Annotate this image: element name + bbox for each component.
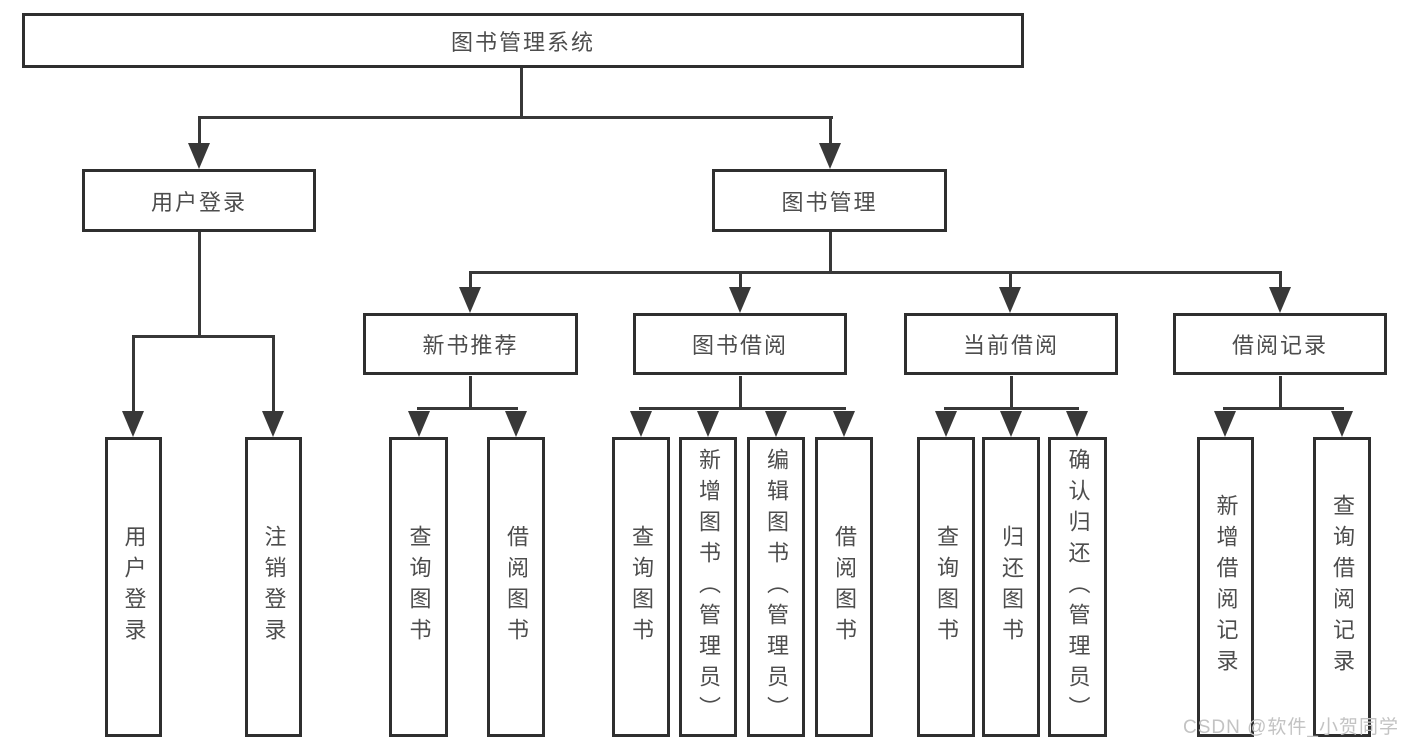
leaf-user-login: 用户登录	[105, 437, 162, 737]
arrowhead-borrow-query	[630, 411, 652, 437]
arrowhead-book-borrow	[729, 287, 751, 313]
connector-borrow-records-stem	[1279, 376, 1282, 409]
connector-leaf-user-login-drop	[132, 335, 135, 415]
arrowhead-book-management	[819, 143, 841, 169]
leaf-recommend-query-books-label: 查询图书	[406, 525, 432, 649]
connector-book-borrow-stem	[739, 376, 742, 409]
node-new-book-recommend-label: 新书推荐	[422, 333, 519, 358]
connector-book-management-stem	[829, 232, 832, 274]
connector-root-stem	[520, 68, 523, 118]
leaf-user-login-label: 用户登录	[121, 525, 147, 649]
node-current-borrow-label: 当前借阅	[962, 333, 1059, 358]
leaf-borrow-borrow-books-label: 借阅图书	[832, 525, 857, 649]
leaf-records-add-record-label: 新增借阅记录	[1213, 494, 1239, 680]
leaf-current-confirm-return-admin: 确认归还（管理员）	[1048, 437, 1107, 737]
leaf-borrow-borrow-books: 借阅图书	[815, 437, 873, 737]
connector-new-book-drop	[469, 271, 472, 291]
arrowhead-current-confirm	[1066, 411, 1088, 437]
arrowhead-current-query	[935, 411, 957, 437]
leaf-borrow-edit-books-admin: 编辑图书（管理员）	[747, 437, 805, 737]
csdn-watermark: CSDN @软件_小贺同学	[1183, 717, 1399, 738]
connector-current-borrow-stem	[1010, 376, 1013, 409]
node-user-login-label: 用户登录	[150, 189, 247, 215]
leaf-records-query-record: 查询借阅记录	[1313, 437, 1371, 737]
connector-leaf-logout-drop	[272, 335, 275, 415]
leaf-current-query-books-label: 查询图书	[934, 525, 959, 649]
arrowhead-borrow-records	[1269, 287, 1291, 313]
connector-current-borrow-branch	[944, 407, 1079, 410]
node-root: 图书管理系统	[22, 13, 1024, 68]
leaf-recommend-query-books: 查询图书	[389, 437, 448, 737]
connector-book-borrow-drop	[739, 271, 742, 291]
arrowhead-user-login	[188, 143, 210, 169]
leaf-current-return-books: 归还图书	[982, 437, 1040, 737]
arrowhead-current-return	[1000, 411, 1022, 437]
connector-user-login-drop	[198, 116, 201, 148]
leaf-borrow-add-books-admin-label: 新增图书（管理员）	[696, 447, 721, 727]
node-root-label: 图书管理系统	[450, 29, 595, 55]
leaf-records-query-record-label: 查询借阅记录	[1330, 494, 1355, 680]
connector-new-book-stem	[469, 376, 472, 409]
node-user-login: 用户登录	[82, 169, 316, 232]
connector-new-book-branch	[417, 407, 518, 410]
leaf-borrow-add-books-admin: 新增图书（管理员）	[679, 437, 737, 737]
leaf-borrow-query-books: 查询图书	[612, 437, 670, 737]
leaf-recommend-borrow-books-label: 借阅图书	[504, 525, 529, 649]
arrowhead-recommend-query	[408, 411, 430, 437]
arrowhead-leaf-user-login	[122, 411, 144, 437]
leaf-borrow-query-books-label: 查询图书	[629, 525, 654, 649]
arrowhead-borrow-borrow	[833, 411, 855, 437]
leaf-current-return-books-label: 归还图书	[999, 525, 1024, 649]
leaf-borrow-edit-books-admin-label: 编辑图书（管理员）	[764, 447, 789, 727]
arrowhead-borrow-edit	[765, 411, 787, 437]
arrowhead-current-borrow	[999, 287, 1021, 313]
arrowhead-records-query	[1331, 411, 1353, 437]
arrowhead-new-book-recommend	[459, 287, 481, 313]
node-book-management-label: 图书管理	[781, 189, 878, 215]
connector-user-login-stem	[198, 232, 201, 338]
leaf-recommend-borrow-books: 借阅图书	[487, 437, 545, 737]
arrowhead-leaf-logout	[262, 411, 284, 437]
leaf-logout-login: 注销登录	[245, 437, 302, 737]
connector-borrow-records-branch	[1223, 407, 1344, 410]
leaf-current-confirm-return-admin-label: 确认归还（管理员）	[1065, 447, 1091, 727]
connector-user-login-branch	[132, 335, 275, 338]
leaf-records-add-record: 新增借阅记录	[1197, 437, 1254, 737]
node-book-borrow-label: 图书借阅	[691, 333, 788, 358]
arrowhead-borrow-add	[697, 411, 719, 437]
node-current-borrow: 当前借阅	[904, 313, 1118, 375]
arrowhead-recommend-borrow	[505, 411, 527, 437]
connector-book-borrow-branch	[639, 407, 846, 410]
node-book-borrow: 图书借阅	[633, 313, 847, 375]
connector-level2-branch	[198, 116, 833, 119]
connector-book-management-drop	[829, 116, 832, 148]
node-borrow-records-label: 借阅记录	[1231, 333, 1328, 358]
connector-current-borrow-drop	[1009, 271, 1012, 291]
leaf-current-query-books: 查询图书	[917, 437, 975, 737]
connector-borrow-records-drop	[1279, 271, 1282, 291]
leaf-logout-login-label: 注销登录	[261, 525, 287, 649]
node-new-book-recommend: 新书推荐	[363, 313, 578, 375]
connector-level3-branch	[469, 271, 1282, 274]
arrowhead-records-add	[1214, 411, 1236, 437]
node-borrow-records: 借阅记录	[1173, 313, 1387, 375]
node-book-management: 图书管理	[712, 169, 947, 232]
